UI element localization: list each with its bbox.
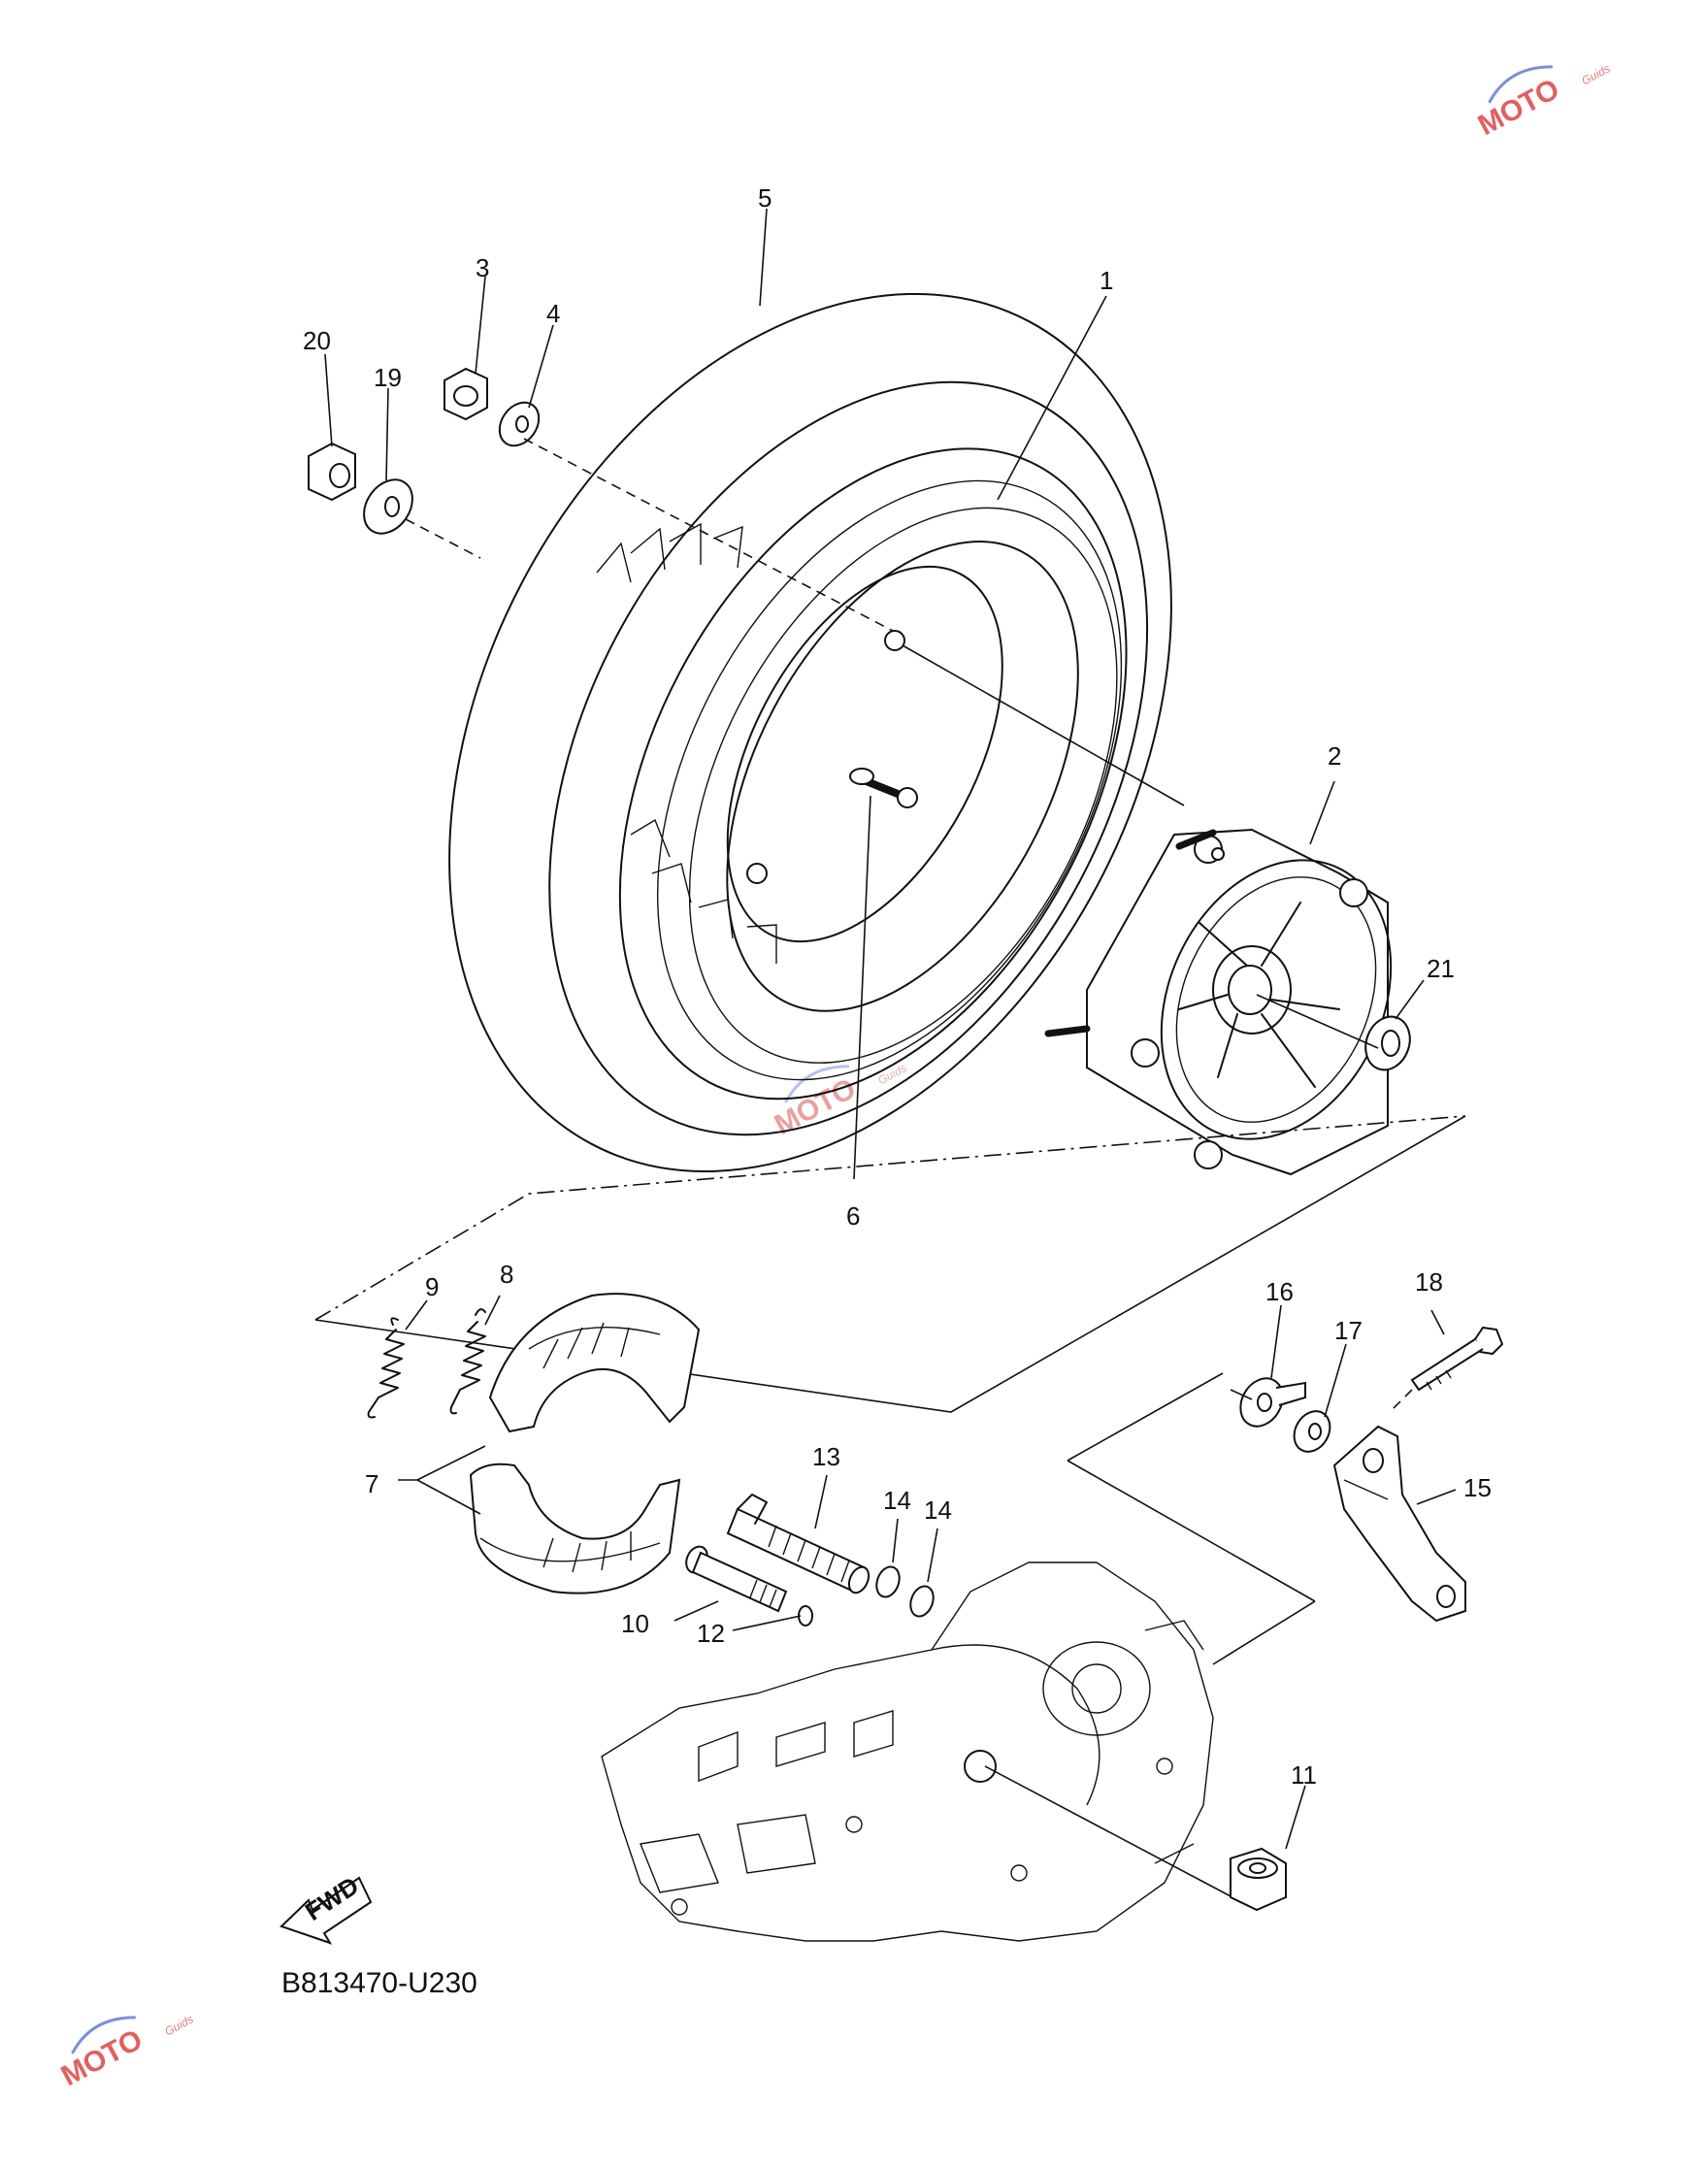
callout-3: 3 (476, 253, 489, 282)
axle-line-lower (405, 518, 481, 559)
bolt-18 (1410, 1326, 1504, 1392)
callout-9: 9 (425, 1272, 439, 1301)
callout-11: 11 (1291, 1760, 1317, 1790)
callout-12: 12 (697, 1619, 725, 1648)
callout-19: 19 (374, 363, 402, 392)
camshaft-13 (726, 1494, 870, 1594)
spring-9 (367, 1317, 405, 1419)
camshaft-lever-15 (1332, 1425, 1466, 1623)
nut-11 (1230, 1847, 1287, 1912)
rim-flange-2 (688, 507, 1118, 1064)
rim-flange-1 (656, 479, 1123, 1081)
washer-17 (1293, 1410, 1331, 1453)
o-ring-12 (798, 1605, 813, 1627)
watermark-logo-middle: MOTO Guids (770, 1061, 909, 1141)
callout-7: 7 (365, 1469, 378, 1498)
callout-13: 13 (812, 1442, 840, 1471)
callout-16: 16 (1265, 1277, 1294, 1306)
tire-outer (448, 292, 1172, 1173)
callout-18: 18 (1415, 1267, 1443, 1297)
callout-21: 21 (1427, 954, 1455, 983)
rim-well (726, 541, 1079, 1012)
watermark-text: MOTO (1473, 73, 1564, 142)
washer-4 (498, 401, 541, 447)
spring-8 (449, 1308, 486, 1415)
diagram-code: B813470-U230 (281, 1967, 477, 1999)
washer-19 (363, 478, 413, 535)
rim-vanes (596, 522, 777, 964)
o-ring-14b (909, 1585, 935, 1618)
watermark-logo-bottom: MOTO Guids (56, 2012, 196, 2092)
callout-5: 5 (758, 183, 772, 213)
assembly-boundary-upper (314, 1115, 1466, 1321)
fwd-arrow: FWD (279, 1871, 373, 1945)
axle-line-upper (523, 438, 894, 632)
tire-and-rim (448, 292, 1172, 1173)
callout-4: 4 (546, 299, 560, 328)
callout-14a: 14 (883, 1486, 911, 1515)
rim-center-disc (726, 565, 1003, 943)
plate-16 (1239, 1377, 1306, 1428)
brake-shoe-upper (488, 1293, 701, 1433)
tire-sidewall (548, 380, 1149, 1136)
watermark-logo-top: MOTO Guids (1473, 61, 1613, 142)
callout-1: 1 (1100, 266, 1113, 295)
nut-3 (443, 367, 488, 421)
rear-hub (1044, 828, 1393, 1176)
callout-leaders (324, 208, 1457, 1850)
callout-17: 17 (1334, 1316, 1363, 1345)
callout-2: 2 (1328, 741, 1341, 771)
pin-10 (685, 1545, 788, 1613)
washer-21 (1364, 1015, 1411, 1071)
callout-20: 20 (303, 326, 331, 355)
callout-15: 15 (1463, 1473, 1492, 1502)
callout-labels: 1 2 3 4 5 6 7 8 9 10 11 12 13 14 14 15 1… (303, 183, 1492, 1790)
rim-outer (618, 447, 1128, 1101)
o-ring-14a (875, 1565, 901, 1598)
callout-14b: 14 (924, 1495, 952, 1525)
brake-shoe-lower (469, 1462, 681, 1594)
valve-stem (849, 768, 918, 808)
watermark-text-bottom: MOTO (56, 2023, 148, 2092)
watermark-subtext-bottom: Guids (162, 2012, 195, 2038)
callout-8: 8 (500, 1260, 513, 1289)
callout-6: 6 (846, 1201, 860, 1231)
crankcase (601, 1561, 1233, 1942)
nut-20 (308, 442, 356, 502)
watermark-subtext: Guids (1579, 61, 1612, 87)
callout-10: 10 (621, 1609, 649, 1638)
